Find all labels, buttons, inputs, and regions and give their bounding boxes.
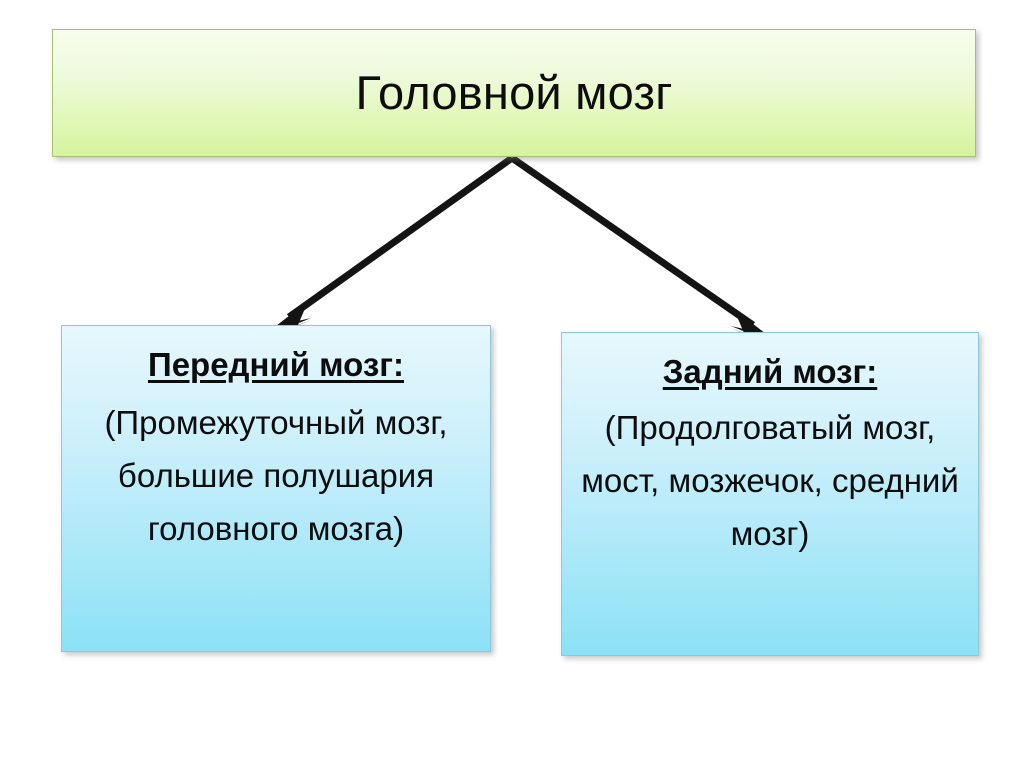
forebrain-heading: Передний мозг: (147, 346, 405, 383)
hindbrain-heading: Задний мозг: (662, 353, 878, 390)
page-title: Головной мозг (355, 66, 673, 120)
arrow-to-forebrain (276, 155, 515, 331)
forebrain-box[interactable]: Передний мозг: (Промежуточный мозг, боль… (61, 325, 491, 652)
title-box[interactable]: Головной мозг (52, 29, 976, 157)
forebrain-body: (Промежуточный мозг, большие полушария г… (104, 403, 448, 547)
arrow-to-hindbrain (510, 155, 766, 339)
hindbrain-body: (Продолговатый мозг, мост, мозжечок, сре… (581, 408, 959, 552)
hindbrain-box[interactable]: Задний мозг: (Продолговатый мозг, мост, … (561, 332, 979, 656)
